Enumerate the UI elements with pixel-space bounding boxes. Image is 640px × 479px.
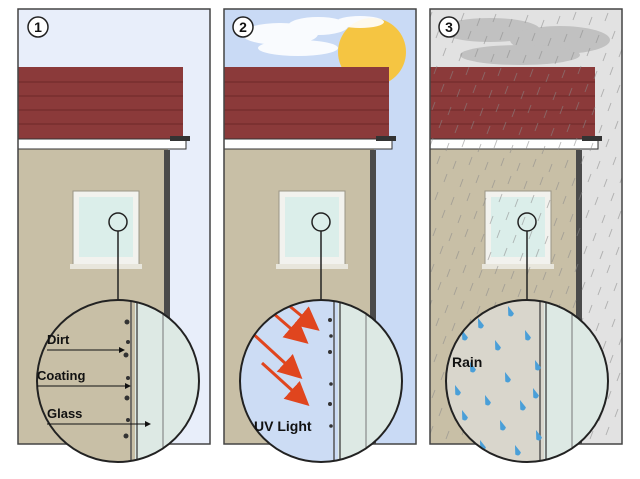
window <box>276 190 348 269</box>
panel-number: 1 <box>34 19 42 35</box>
magnifier <box>445 299 609 463</box>
label-glass: Glass <box>47 406 82 421</box>
panel-number: 2 <box>239 19 247 35</box>
downpipe <box>164 150 170 444</box>
roof <box>18 67 183 139</box>
downpipe <box>370 150 376 444</box>
panel-number: 3 <box>445 19 453 35</box>
gutter <box>582 136 602 141</box>
fascia-board <box>224 138 393 150</box>
panel-1: 1 Dirt Coating Glass <box>17 8 211 463</box>
magnifier <box>239 299 403 463</box>
roof-tile-lines <box>224 81 389 125</box>
panel-number-badge: 2 <box>232 16 254 38</box>
dirt-particles <box>328 318 333 428</box>
label-uv-light: UV Light <box>254 418 312 434</box>
window <box>482 190 554 269</box>
cloud-icon <box>242 16 384 56</box>
layer-labels: Dirt Coating Glass <box>37 332 151 427</box>
panel-number-badge: 1 <box>27 16 49 38</box>
gutter <box>376 136 396 141</box>
label-dirt: Dirt <box>47 332 70 347</box>
gutter <box>170 136 190 141</box>
fascia-board <box>18 138 187 150</box>
downpipe <box>576 150 582 444</box>
panel-number-badge: 3 <box>438 16 460 38</box>
rain-streaks <box>430 11 622 443</box>
panel-3: 3 Rain <box>429 8 623 463</box>
roof <box>224 67 389 139</box>
panel-2: 2 UV Light <box>223 8 417 463</box>
roof-tile-lines <box>430 81 595 125</box>
rain-drops <box>455 306 542 456</box>
fascia-board <box>430 138 599 150</box>
roof <box>430 67 595 139</box>
window <box>70 190 142 269</box>
label-rain: Rain <box>452 354 482 370</box>
dirt-particles <box>123 319 130 439</box>
label-coating: Coating <box>37 368 85 383</box>
roof-tile-lines <box>18 81 183 125</box>
